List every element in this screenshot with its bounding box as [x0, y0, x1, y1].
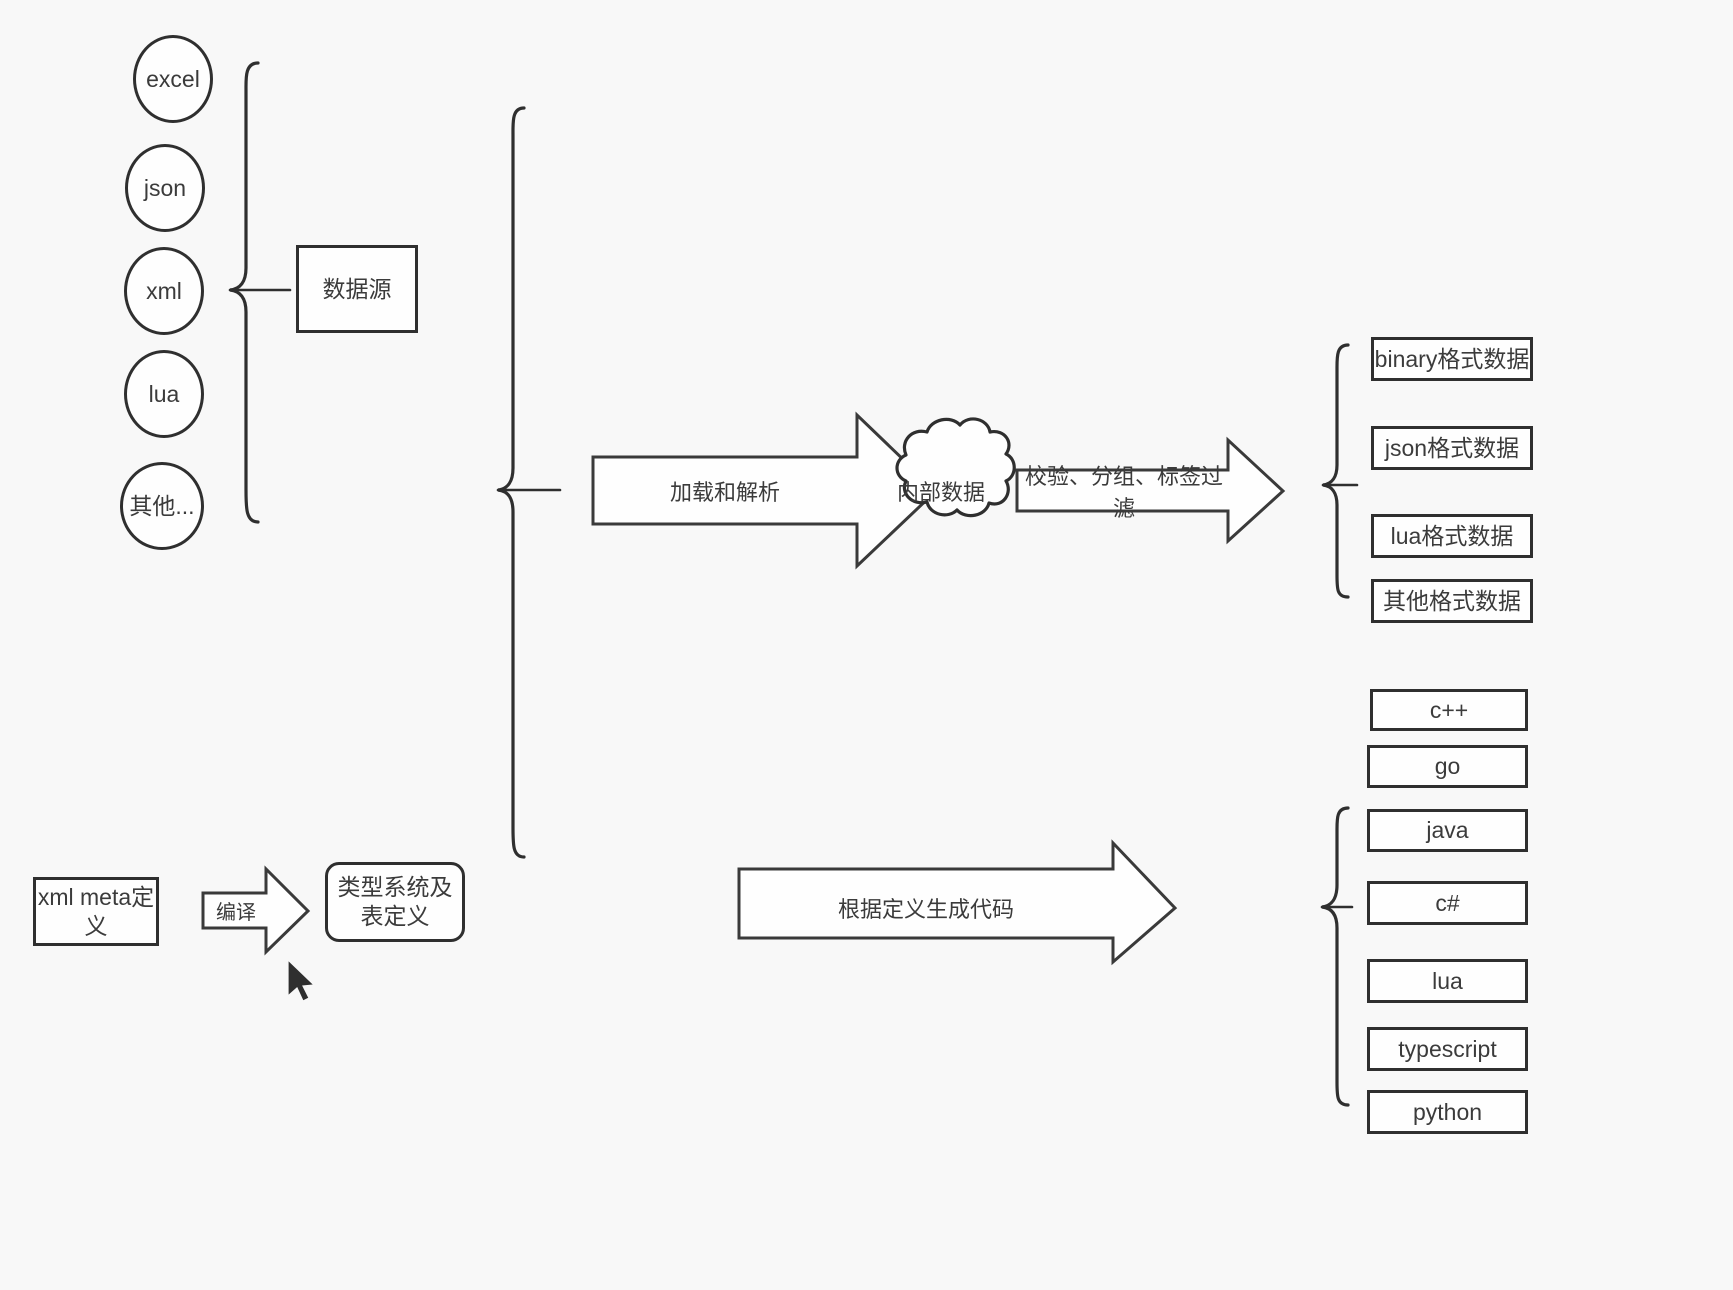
- language-box-java[interactable]: java: [1367, 809, 1528, 852]
- data-source-box[interactable]: 数据源: [296, 245, 418, 333]
- output-box-json[interactable]: json格式数据: [1371, 426, 1533, 470]
- compile-arrow-label: 编译: [216, 901, 256, 924]
- languages-brace-icon: [1320, 806, 1354, 1107]
- output-box-label: json格式数据: [1384, 434, 1520, 461]
- load-parse-arrow-label: 加载和解析: [669, 480, 780, 505]
- source-node-lua[interactable]: lua: [124, 350, 204, 438]
- codegen-arrow-icon: [737, 839, 1178, 966]
- sources-brace-icon: [228, 61, 292, 524]
- data-source-label: 数据源: [322, 275, 392, 302]
- language-box-lua[interactable]: lua: [1367, 959, 1528, 1003]
- internal-data-cloud-label: 内部数据: [896, 480, 985, 505]
- load-parse-arrow-icon: [591, 411, 939, 570]
- outputs-brace-icon: [1321, 343, 1359, 599]
- source-node-excel[interactable]: excel: [133, 35, 213, 123]
- output-box-label: binary格式数据: [1374, 345, 1530, 372]
- language-box-go[interactable]: go: [1367, 745, 1528, 788]
- source-node-label: 其他...: [129, 492, 195, 519]
- type-system-box[interactable]: 类型系统及表定义: [325, 862, 465, 942]
- language-box-cpp[interactable]: c++: [1370, 689, 1528, 731]
- source-node-label: json: [143, 174, 187, 201]
- validate-filter-arrow-label: 校验、分组、标签过滤: [1024, 464, 1223, 521]
- language-box-label: c#: [1435, 889, 1460, 916]
- language-box-label: c++: [1429, 696, 1469, 723]
- source-node-json[interactable]: json: [125, 144, 205, 232]
- xml-meta-box[interactable]: xml meta定义: [33, 877, 159, 946]
- language-box-label: java: [1426, 817, 1469, 844]
- source-node-label: excel: [146, 65, 200, 92]
- source-node-label: lua: [148, 380, 180, 407]
- language-box-python[interactable]: python: [1367, 1090, 1528, 1134]
- xml-meta-label: xml meta定义: [37, 883, 155, 939]
- language-box-label: typescript: [1398, 1035, 1497, 1062]
- mouse-cursor-icon: [287, 958, 316, 1002]
- language-box-typescript[interactable]: typescript: [1367, 1027, 1528, 1071]
- language-box-label: go: [1434, 753, 1461, 780]
- language-box-label: lua: [1432, 967, 1463, 994]
- source-node-other[interactable]: 其他...: [120, 462, 204, 550]
- validate-filter-arrow-icon: [1015, 436, 1286, 545]
- compile-arrow-icon: [201, 865, 311, 956]
- output-box-lua[interactable]: lua格式数据: [1371, 514, 1533, 558]
- codegen-arrow-label: 根据定义生成代码: [837, 897, 1014, 922]
- source-node-xml[interactable]: xml: [124, 247, 204, 335]
- output-box-binary[interactable]: binary格式数据: [1371, 337, 1533, 381]
- type-system-label: 类型系统及表定义: [337, 874, 453, 929]
- pipeline-brace-icon: [496, 106, 562, 859]
- output-box-label: lua格式数据: [1390, 522, 1514, 549]
- language-box-csharp[interactable]: c#: [1367, 881, 1528, 925]
- output-box-label: 其他格式数据: [1383, 587, 1521, 614]
- source-node-label: xml: [146, 277, 182, 304]
- output-box-other[interactable]: 其他格式数据: [1371, 579, 1533, 623]
- language-box-label: python: [1412, 1098, 1483, 1125]
